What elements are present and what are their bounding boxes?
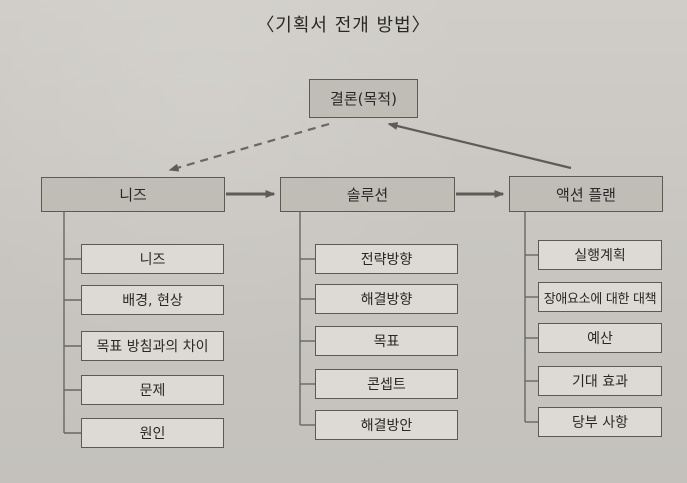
solution-header-box: 솔루션 [280, 177, 455, 212]
needs-item-4: 문제 [81, 375, 224, 405]
solution-header-label: 솔루션 [346, 186, 389, 204]
needs-item-1: 니즈 [81, 244, 224, 274]
action-to-goal-arrow [387, 122, 572, 170]
action-plan-item-2-label: 장애요소에 대한 대책 [543, 291, 657, 307]
goal-box: 결론(목적) [309, 79, 418, 118]
goal-label: 결론(목적) [330, 90, 397, 108]
needs-item-2-label: 배경, 현상 [122, 293, 183, 309]
action-plan-item-2: 장애요소에 대한 대책 [538, 282, 662, 312]
needs-item-5-label: 원인 [139, 426, 166, 442]
solution-item-1: 전략방향 [315, 244, 458, 274]
action-plan-item-3-label: 예산 [587, 331, 613, 347]
solution-item-1-label: 전략방향 [360, 252, 413, 268]
action-plan-item-3: 예산 [538, 323, 662, 353]
action-plan-item-5-label: 당부 사항 [572, 415, 628, 431]
action-plan-item-1: 실행계획 [538, 240, 662, 270]
action-plan-header-box: 액션 플랜 [509, 176, 663, 212]
solution-item-4: 콘셉트 [315, 369, 458, 399]
needs-item-1-label: 니즈 [139, 252, 166, 268]
needs-header-box: 니즈 [41, 177, 225, 212]
needs-header-label: 니즈 [119, 186, 147, 204]
diagram-title: 〈기획서 전개 방법〉 [256, 15, 431, 36]
action-plan-item-5: 당부 사항 [538, 407, 662, 437]
needs-item-5: 원인 [81, 418, 224, 448]
solution-item-5: 해결방안 [315, 410, 458, 440]
action-plan-item-4-label: 기대 효과 [572, 374, 628, 390]
action-plan-item-1-label: 실행계획 [574, 248, 626, 264]
needs-item-3-label: 목표 방침과의 차이 [96, 339, 209, 355]
action-plan-header-label: 액션 플랜 [556, 185, 616, 204]
solution-item-3: 목표 [315, 326, 458, 356]
needs-item-2: 배경, 현상 [81, 285, 224, 315]
solution-item-2: 해결방향 [315, 284, 458, 314]
solution-item-2-label: 해결방향 [360, 292, 413, 308]
needs-item-4-label: 문제 [139, 383, 166, 399]
solution-item-3-label: 목표 [373, 334, 400, 350]
solution-item-5-label: 해결방안 [360, 418, 413, 434]
needs-item-3: 목표 방침과의 차이 [81, 331, 224, 361]
solution-item-4-label: 콘셉트 [367, 377, 406, 393]
goal-to-needs-dashed-arrow [168, 122, 330, 172]
action-plan-item-4: 기대 효과 [538, 366, 662, 396]
